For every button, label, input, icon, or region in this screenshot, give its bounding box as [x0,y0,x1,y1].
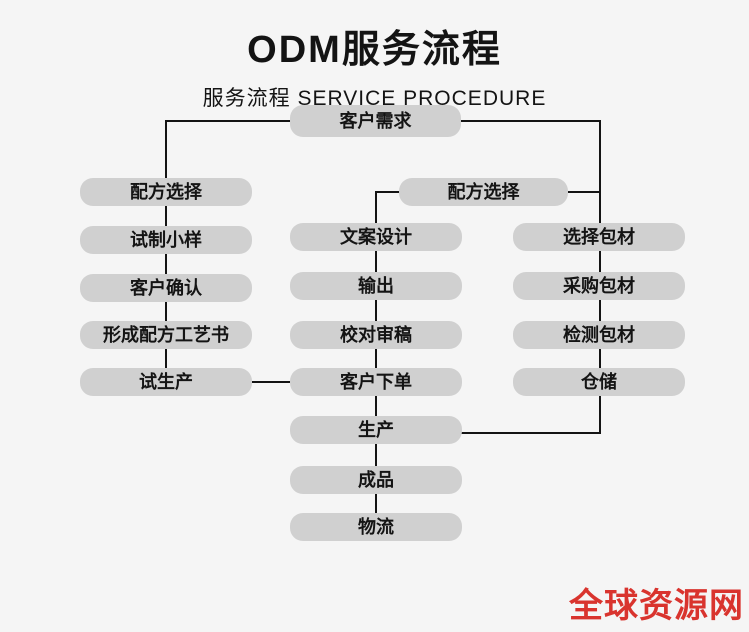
connector-formula2-to-middle-column [375,191,399,193]
flow-node-copy-design: 文案设计 [290,223,462,251]
flow-node-customer-demand: 客户需求 [290,105,461,137]
connector-warehouse-to-production [461,432,601,434]
connector-demand-to-left-column [165,120,290,122]
flow-node-warehousing: 仓储 [513,368,685,396]
flow-node-formula-process-book: 形成配方工艺书 [80,321,252,349]
connector-formula2-to-right-spine [567,191,601,193]
connector-trial-production-to-order [251,381,290,383]
flow-node-customer-order: 客户下单 [290,368,462,396]
connector-demand-to-right-column [460,120,601,122]
page-header: ODM服务流程 服务流程 SERVICE PROCEDURE [0,0,749,112]
flow-node-production: 生产 [290,416,462,444]
flow-node-formula-selection-1: 配方选择 [80,178,252,206]
flow-node-output: 输出 [290,272,462,300]
flow-node-trial-production: 试生产 [80,368,252,396]
flow-node-purchase-packaging: 采购包材 [513,272,685,300]
flow-node-trial-sample: 试制小样 [80,226,252,254]
flow-node-test-packaging: 检测包材 [513,321,685,349]
flow-node-formula-selection-2: 配方选择 [399,178,568,206]
page-subtitle: 服务流程 SERVICE PROCEDURE [202,87,547,110]
connector-middle-column-spine [375,191,377,513]
flow-node-select-packaging: 选择包材 [513,223,685,251]
flow-node-customer-confirmation: 客户确认 [80,274,252,302]
flow-node-logistics: 物流 [290,513,462,541]
flow-node-finished-product: 成品 [290,466,462,494]
flow-node-proofreading-review: 校对审稿 [290,321,462,349]
watermark-logo: 全球资源网 [569,587,744,625]
page-title: ODM服务流程 [247,29,502,71]
